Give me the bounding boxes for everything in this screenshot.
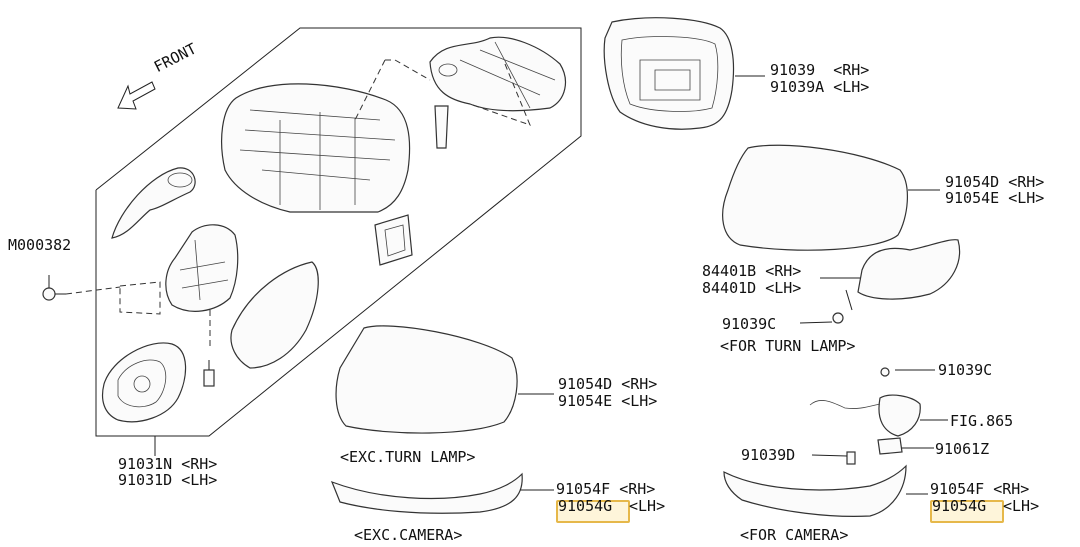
screw-91039c-icon bbox=[799, 312, 844, 324]
mirror-cover-mid-part bbox=[335, 325, 554, 434]
label-91054g-right: 91054G bbox=[932, 497, 987, 515]
label-91039c-left: 91039C bbox=[722, 315, 777, 333]
cover-small-part bbox=[111, 167, 196, 239]
bracket-part bbox=[374, 214, 413, 266]
mirror-cover-rh-part bbox=[722, 144, 940, 251]
front-arrow-icon bbox=[117, 81, 156, 110]
label-for-turn-lamp: <FOR TURN LAMP> bbox=[720, 337, 856, 355]
label-84401b: 84401B <RH> bbox=[702, 262, 802, 280]
label-fig865: FIG.865 bbox=[950, 412, 1014, 430]
label-91039c-right: 91039C bbox=[938, 361, 993, 379]
bolt-icon bbox=[203, 360, 215, 387]
mirror-base-part bbox=[354, 36, 567, 149]
label-91054e-top: 91054E <LH> bbox=[945, 189, 1045, 207]
highlight-91054g-left bbox=[556, 500, 630, 523]
turn-lamp-part bbox=[820, 239, 961, 311]
label-91054e-mid: 91054E <LH> bbox=[558, 392, 658, 410]
camera-cover-strip-part bbox=[330, 472, 554, 514]
under-cover-part bbox=[230, 261, 319, 369]
actuator-part bbox=[119, 224, 239, 350]
label-lh-right: <LH> bbox=[1003, 497, 1040, 515]
label-91039a: 91039A <LH> bbox=[770, 78, 870, 96]
label-91039: 91039 <RH> bbox=[770, 61, 870, 79]
label-for-camera: <FOR CAMERA> bbox=[740, 526, 849, 544]
highlight-91054g-right bbox=[930, 500, 1004, 523]
label-91054d-top: 91054D <RH> bbox=[945, 173, 1045, 191]
label-91031n: 91031N <RH> bbox=[118, 455, 218, 473]
label-exc-camera: <EXC.CAMERA> bbox=[354, 526, 463, 544]
label-91054g-left: 91054G bbox=[558, 497, 613, 515]
camera-part bbox=[809, 367, 948, 437]
label-lh-left: <LH> bbox=[629, 497, 666, 515]
label-91061z: 91061Z bbox=[935, 440, 990, 458]
label-m000382: M000382 bbox=[8, 236, 72, 254]
cap-91061z-icon bbox=[877, 437, 934, 455]
mirror-glass-part bbox=[101, 342, 187, 423]
mirror-glass-rh-part bbox=[603, 17, 765, 130]
label-91054d-mid: 91054D <RH> bbox=[558, 375, 658, 393]
label-91054f-right: 91054F <RH> bbox=[930, 480, 1030, 498]
assembly-frame bbox=[95, 27, 582, 437]
label-84401d: 84401D <LH> bbox=[702, 279, 802, 297]
mirror-housing-part bbox=[221, 83, 411, 213]
label-91031d: 91031D <LH> bbox=[118, 471, 218, 489]
label-91054f-left: 91054F <RH> bbox=[556, 480, 656, 498]
screw-91039d-icon bbox=[811, 451, 856, 465]
screw-icon bbox=[42, 275, 121, 301]
label-91039d: 91039D bbox=[741, 446, 796, 464]
label-exc-turn-lamp: <EXC.TURN LAMP> bbox=[340, 448, 476, 466]
camera-cover-strip-rh-part bbox=[723, 464, 928, 517]
